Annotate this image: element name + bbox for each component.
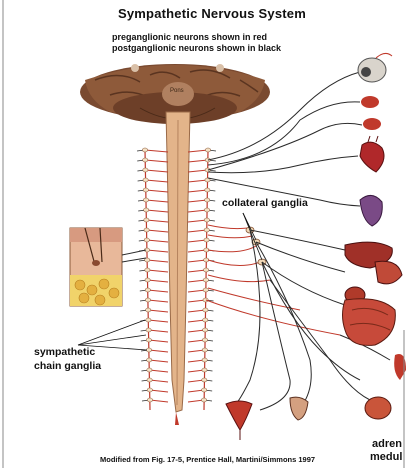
chain-ganglion	[147, 378, 152, 382]
spinal-nerve-rung	[146, 200, 168, 202]
chain-ganglion	[203, 318, 208, 322]
chain-ganglion	[201, 398, 206, 402]
chain-ganglion	[203, 278, 208, 282]
spinal-nerve-rung	[148, 290, 168, 292]
chain-ganglion	[204, 218, 209, 222]
eye-organ	[358, 53, 392, 82]
source-credit: Modified from Fig. 17-5, Prentice Hall, …	[100, 455, 315, 464]
spinal-nerve-rung	[146, 210, 168, 212]
chain-ganglion	[143, 188, 148, 192]
spinal-nerve-rung	[188, 150, 208, 152]
spinal-nerve-rung	[149, 330, 168, 332]
spinal-nerve-rung	[147, 250, 168, 252]
lung-organ	[360, 195, 382, 226]
chain-ganglion	[202, 368, 207, 372]
chain-ganglion	[205, 188, 210, 192]
chain-ganglion	[147, 388, 152, 392]
spinal-nerve-rung	[145, 150, 168, 152]
chain-ganglion	[203, 308, 208, 312]
chain-ganglion	[202, 338, 207, 342]
subtitle-preganglionic: preganglionic neurons shown in red	[112, 32, 267, 42]
chain-ganglion	[202, 388, 207, 392]
spinal-nerve-rung	[147, 270, 168, 272]
chain-ganglion	[146, 338, 151, 342]
chain-ganglion	[203, 268, 208, 272]
genital-organ	[290, 397, 308, 420]
chain-ganglion	[204, 208, 209, 212]
subtitle-postganglionic: postganglionic neurons shown in black	[112, 43, 281, 53]
chain-ganglion	[146, 348, 151, 352]
chain-ganglion	[147, 368, 152, 372]
chain-ganglion	[144, 208, 149, 212]
salivary-gland-organ	[361, 96, 381, 130]
chain-ganglion	[142, 148, 147, 152]
skin-inset	[70, 228, 146, 306]
chain-ganglion	[147, 398, 152, 402]
chain-ganglion	[143, 168, 148, 172]
chain-ganglia-label-line1: sympathetic	[34, 346, 95, 358]
spinal-nerve-rung	[146, 190, 168, 192]
spinal-nerve-rung	[145, 160, 168, 162]
spinal-nerve-rung	[147, 240, 168, 242]
spinal-nerve-rung	[148, 280, 168, 282]
chain-ganglion	[146, 318, 151, 322]
chain-ganglion	[144, 218, 149, 222]
chain-ganglion	[145, 278, 150, 282]
chain-ganglion	[202, 348, 207, 352]
bladder-organ	[365, 397, 391, 419]
chain-ganglion	[145, 288, 150, 292]
adrenal-label-line1: adren	[372, 438, 402, 450]
spinal-nerve-rung	[147, 230, 168, 232]
chain-ganglion	[204, 228, 209, 232]
chain-ganglion	[203, 288, 208, 292]
intestine-organ	[343, 299, 396, 346]
spinal-nerve-rung	[188, 170, 208, 172]
chain-ganglion	[147, 358, 152, 362]
chain-ganglion	[144, 228, 149, 232]
chain-ganglion	[205, 198, 210, 202]
chain-ganglion	[145, 268, 150, 272]
chain-ganglion	[145, 298, 150, 302]
spinal-nerve-rung	[188, 180, 208, 182]
spinal-nerve-rung	[148, 300, 168, 302]
spinal-nerve-rung	[188, 160, 208, 162]
postganglionic-fibers	[208, 72, 390, 410]
spinal-nerve-rung	[146, 220, 168, 222]
heart-organ	[360, 136, 384, 172]
chain-ganglion	[205, 148, 210, 152]
chain-ganglion	[204, 238, 209, 242]
spinal-nerve-rung	[146, 180, 168, 182]
chain-ganglion	[143, 158, 148, 162]
diagram-title: Sympathetic Nervous System	[118, 6, 306, 21]
adrenal-label-line2: medul	[370, 451, 402, 463]
collateral-pointers	[243, 213, 262, 260]
spinal-nerve-rung	[188, 190, 207, 192]
chain-ganglion	[203, 328, 208, 332]
spinal-nerve-rung	[145, 170, 168, 172]
chain-ganglion	[146, 308, 151, 312]
collateral-ganglia-label: collateral ganglia	[222, 197, 308, 209]
spinal-nerve-rung	[147, 260, 168, 262]
chain-ganglion	[143, 198, 148, 202]
chain-ganglion	[146, 328, 151, 332]
preganglionic-fibers	[206, 225, 340, 335]
uterus-organ	[226, 401, 252, 440]
spinal-nerve-rung	[148, 320, 168, 322]
spinal-cord	[166, 112, 190, 425]
liver-stomach-organs	[345, 242, 402, 284]
spinal-nerve-rung	[148, 310, 168, 312]
chain-ganglion	[202, 358, 207, 362]
brain-tag: Pons	[170, 88, 184, 94]
chain-ganglia-label-line2: chain ganglia	[34, 360, 101, 372]
chain-ganglion	[202, 378, 207, 382]
chain-ganglion	[144, 238, 149, 242]
chain-ganglion	[143, 178, 148, 182]
